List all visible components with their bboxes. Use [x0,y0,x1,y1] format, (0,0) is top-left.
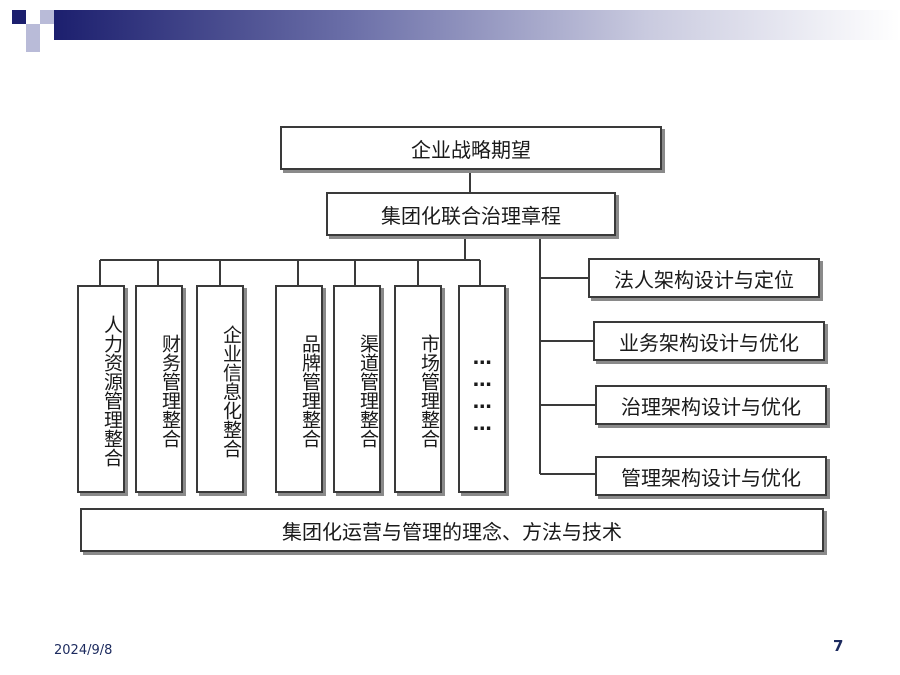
column-box-hr: 人力资源管理整合 [77,285,125,493]
title-gradient-bar [54,10,900,40]
corner-square-light [26,38,40,52]
column-label: 渠道管理整合 [357,334,379,448]
strategy-expectation-label: 企业战略期望 [411,137,531,162]
slide-page-number: 7 [833,637,844,655]
corner-square-light [26,24,40,38]
right-item-box-legal: 法人架构设计与定位 [588,258,820,298]
base-foundation-label: 集团化运营与管理的理念、方法与技术 [282,519,622,544]
column-label: 品牌管理整合 [299,334,321,448]
column-label: 市场管理整合 [418,334,440,448]
column-box-it: 企业信息化整合 [196,285,244,493]
column-box-finance: 财务管理整合 [135,285,183,493]
column-box-market: 市场管理整合 [394,285,442,493]
column-label: 人力资源管理整合 [101,315,123,467]
right-item-label: 治理架构设计与优化 [621,394,801,419]
base-foundation-banner: 集团化运营与管理的理念、方法与技术 [80,508,824,552]
right-item-box-business: 业务架构设计与优化 [593,321,825,361]
column-box-channel: 渠道管理整合 [333,285,381,493]
corner-square-dark [12,10,26,24]
column-label: ………… [471,347,494,435]
right-item-label: 业务架构设计与优化 [619,330,799,355]
column-box-brand: 品牌管理整合 [275,285,323,493]
right-item-label: 法人架构设计与定位 [614,267,794,292]
right-item-label: 管理架构设计与优化 [621,465,801,490]
column-box-more: ………… [458,285,506,493]
column-label: 财务管理整合 [159,334,181,448]
corner-square-light [40,10,54,24]
governance-charter-box: 集团化联合治理章程 [326,192,616,236]
right-item-box-management: 管理架构设计与优化 [595,456,827,496]
right-item-box-governance: 治理架构设计与优化 [595,385,827,425]
slide-date: 2024/9/8 [54,643,113,658]
governance-charter-label: 集团化联合治理章程 [381,203,561,228]
column-label: 企业信息化整合 [220,324,242,458]
strategy-expectation-box: 企业战略期望 [280,126,662,170]
header-decoration [0,0,900,60]
